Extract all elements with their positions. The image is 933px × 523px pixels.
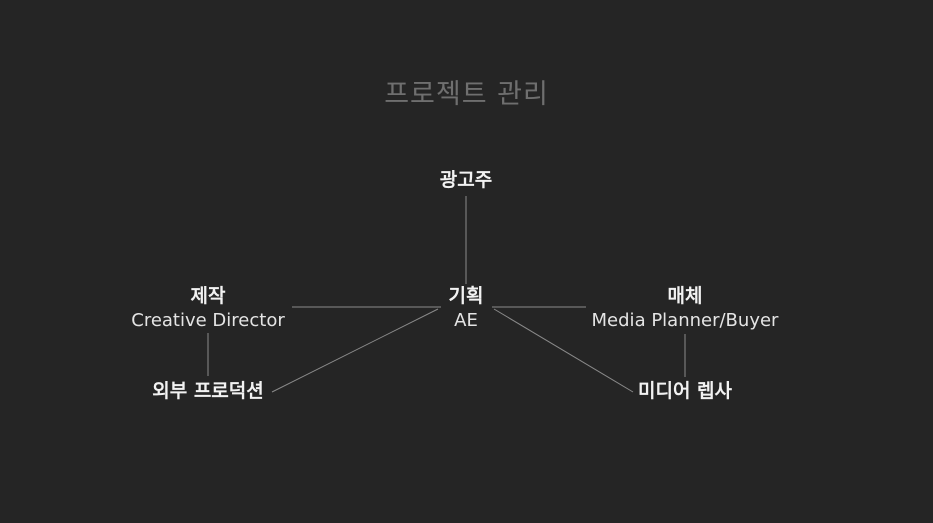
node-production-role: Creative Director <box>131 310 285 331</box>
node-planning-label: 기획 <box>448 285 484 307</box>
line-planning-media-rep <box>493 308 634 393</box>
node-external-production-label: 외부 프로덕션 <box>152 380 264 402</box>
line-planning-external-production <box>271 308 439 393</box>
node-advertiser-label: 광고주 <box>439 169 493 191</box>
node-media-role: Media Planner/Buyer <box>591 310 779 331</box>
node-planning: 기획 AE <box>406 287 526 330</box>
node-production-label: 제작 <box>190 285 226 307</box>
node-media-rep: 미디어 렙사 <box>605 382 765 401</box>
diagram-title: 프로젝트 관리 <box>384 79 549 110</box>
node-media: 매체 Media Planner/Buyer <box>565 287 805 330</box>
node-media-rep-label: 미디어 렙사 <box>637 380 732 402</box>
node-media-label: 매체 <box>667 285 703 307</box>
node-planning-role: AE <box>454 310 478 331</box>
node-advertiser: 광고주 <box>406 171 526 190</box>
node-production: 제작 Creative Director <box>108 287 308 330</box>
node-external-production: 외부 프로덕션 <box>128 382 288 401</box>
